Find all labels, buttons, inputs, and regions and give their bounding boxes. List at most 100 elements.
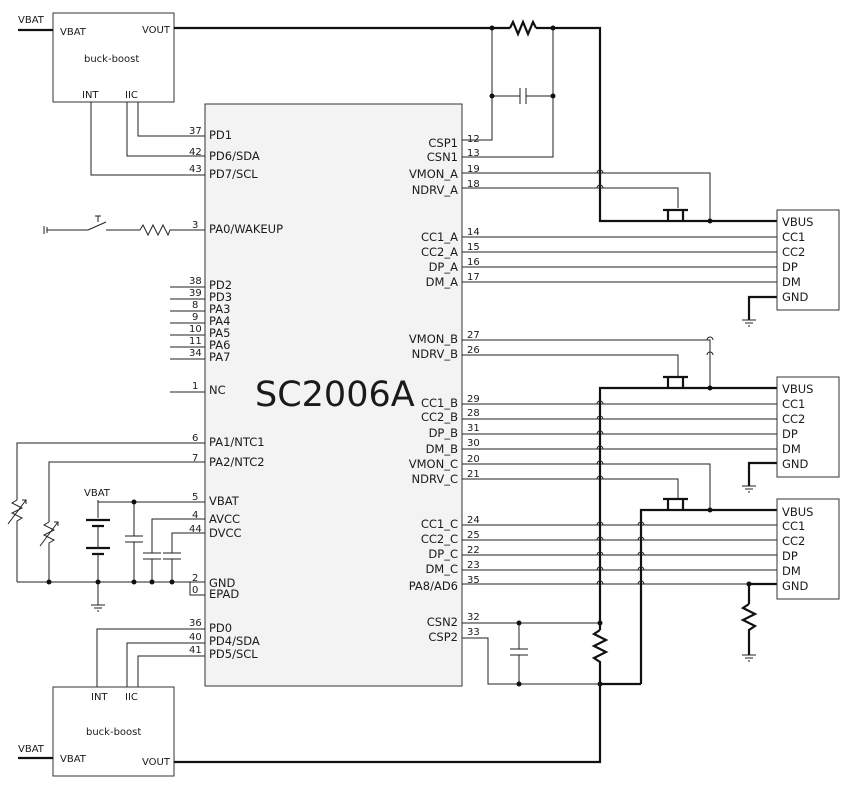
ground-icon xyxy=(742,654,756,662)
pin-label: PD1 xyxy=(209,128,232,142)
junction-dot xyxy=(707,507,713,513)
push-button-icon xyxy=(87,215,140,231)
crossover-icon xyxy=(596,400,604,480)
buck-boost-top-title: buck-boost xyxy=(84,54,139,65)
pin-number: 5 xyxy=(192,492,198,503)
port-b-pin-cc1: CC1 xyxy=(782,397,805,411)
pin-label: DVCC xyxy=(209,526,242,540)
filter-capacitor-bottom-icon xyxy=(510,623,528,684)
buck-boost-bottom-iic-pin: IIC xyxy=(125,692,138,703)
ntc2-thermistor-icon xyxy=(42,521,56,582)
junction-dot xyxy=(707,218,713,224)
junction-dot xyxy=(169,579,175,585)
pin-label: CC1_B xyxy=(421,396,458,410)
vbus-bc-rail xyxy=(598,386,660,630)
pin-label: PD5/SCL xyxy=(209,647,258,661)
buck-boost-bottom-box xyxy=(52,686,175,777)
junction-dot xyxy=(489,93,495,99)
pin-label: PD6/SDA xyxy=(209,149,260,163)
chip-pin-pd1: 37 PD1 xyxy=(189,126,232,142)
port-a-circuit: VBUS CC1 CC2 DP DM GND xyxy=(462,172,840,327)
mosfet-a-icon xyxy=(660,208,688,223)
ntc1-wire xyxy=(16,442,205,500)
pin-number: 40 xyxy=(189,632,202,643)
junction-dot xyxy=(46,579,52,585)
crossover-icon xyxy=(596,521,604,585)
junction-dot xyxy=(550,93,556,99)
port-c-id-resistor-icon xyxy=(740,603,758,655)
pin-number: 19 xyxy=(467,164,480,175)
port-c-gnd-wire xyxy=(747,582,777,604)
pin-label: CSN1 xyxy=(427,150,458,164)
pin-label: PA4 xyxy=(209,314,230,328)
pin-number: 21 xyxy=(467,469,480,480)
pin-number: 0 xyxy=(192,585,198,596)
pin-number: 16 xyxy=(467,257,480,268)
buck-boost-bottom-int-pin: INT xyxy=(91,692,108,703)
port-c-connector xyxy=(776,498,840,600)
pin-number: 2 xyxy=(192,573,198,584)
pin-label: NDRV_A xyxy=(412,183,458,197)
unused-pin-stubs xyxy=(170,286,205,393)
pin-number: 35 xyxy=(467,575,480,586)
pin-number: 23 xyxy=(467,560,480,571)
csp1-wire xyxy=(462,28,493,141)
pin-number: 39 xyxy=(189,288,202,299)
sc2006a-chip-body xyxy=(204,103,463,687)
pin-number: 34 xyxy=(189,348,202,359)
ground-bus xyxy=(17,581,205,596)
pin-label: CSP2 xyxy=(428,630,458,644)
buck-boost-top-box xyxy=(52,12,175,103)
battery-label: VBAT xyxy=(84,488,111,499)
port-a-connector xyxy=(776,209,840,311)
pin-label: DP_B xyxy=(429,426,459,440)
pin-label: PD4/SDA xyxy=(209,634,260,648)
pin-number: 37 xyxy=(189,126,202,137)
pin-label: PA7 xyxy=(209,350,230,364)
pin-label: GND xyxy=(209,576,236,590)
pin-label: NC xyxy=(209,383,226,397)
pin-number: 29 xyxy=(467,394,480,405)
junction-dot xyxy=(131,579,137,585)
junction-dot xyxy=(746,581,752,587)
wire-crossovers xyxy=(596,169,714,585)
pin-label: PA0/WAKEUP xyxy=(209,222,283,236)
chip-pin-cc1-b: CC1_B 29 xyxy=(421,394,480,410)
wakeup-circuit xyxy=(43,215,205,237)
pin-label: CSP1 xyxy=(428,136,458,150)
ntc1-thermistor-icon xyxy=(10,499,24,582)
port-c-pin-cc1: CC1 xyxy=(782,519,805,533)
sense-resistor-bottom-icon xyxy=(591,629,609,684)
pin-number: 17 xyxy=(467,272,480,283)
ndrv-a-wire xyxy=(462,187,679,208)
crossover-icon xyxy=(706,336,714,356)
pin-number: 26 xyxy=(467,345,480,356)
junction-dot xyxy=(516,620,522,626)
pin-label: DM_B xyxy=(426,442,459,456)
int-wire-pd7 xyxy=(90,102,205,176)
pin-number: 28 xyxy=(467,408,480,419)
ndrv-b-wire xyxy=(462,354,679,376)
ndrv-c-wire xyxy=(462,478,679,498)
top-current-sense xyxy=(174,19,660,223)
port-c-pin-dm: DM xyxy=(782,564,801,578)
junction-dot xyxy=(550,25,556,31)
port-a-pin-cc2: CC2 xyxy=(782,245,805,259)
csp2-wire xyxy=(462,637,600,685)
port-b-gnd-wire xyxy=(747,461,777,486)
